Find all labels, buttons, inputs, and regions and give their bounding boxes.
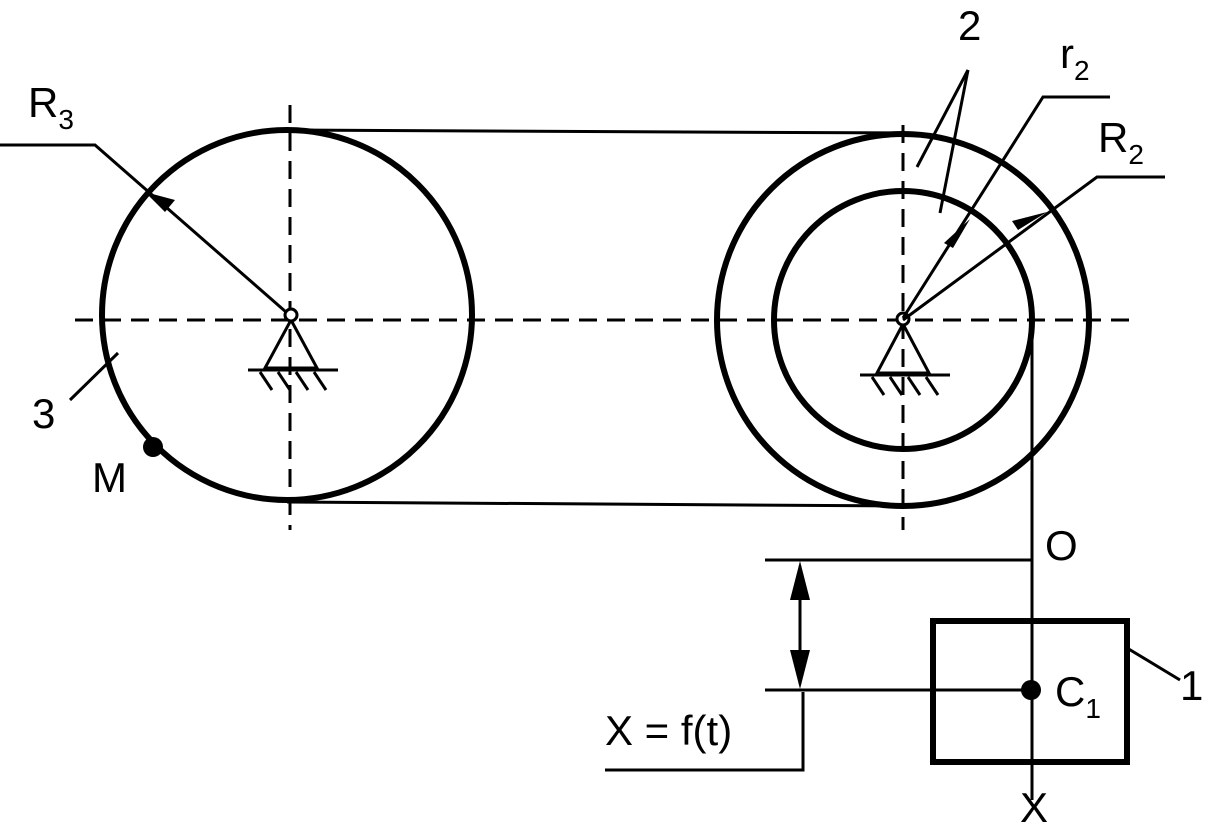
label-O: O [1045,522,1078,569]
label-R3: R3 [28,79,74,135]
belt-top [286,128,904,135]
label-X-axis: X [1020,784,1048,827]
dimension-arrowhead-top [790,561,810,600]
r2-arrowhead [944,219,970,248]
label2-leader-outer [915,69,970,168]
label3-leader [68,351,120,402]
R2-arrowhead [1012,212,1047,230]
label1-leader [1126,646,1181,682]
belt-bottom [286,500,904,508]
pivot-support-wheel2 [860,311,950,396]
point-M [143,437,163,457]
label-2: 2 [958,2,981,49]
pivot-support-wheel3 [248,307,338,391]
label-r2: r2 [1060,30,1090,86]
R3-leader-line [0,143,287,314]
label-3: 3 [32,390,55,437]
r2-leader-line [901,95,1110,319]
R2-leader-line [902,175,1165,322]
dimension-arrowhead-bottom [790,650,810,689]
R3-arrowhead [145,192,175,212]
equation-label: X = f(t) [605,707,732,754]
label2-leader-inner [938,69,970,214]
label-R2: R2 [1098,114,1144,170]
label-M: M [92,454,127,501]
label-C1: C1 [1055,668,1101,724]
label-1: 1 [1180,662,1203,709]
equation-leader [605,692,805,772]
